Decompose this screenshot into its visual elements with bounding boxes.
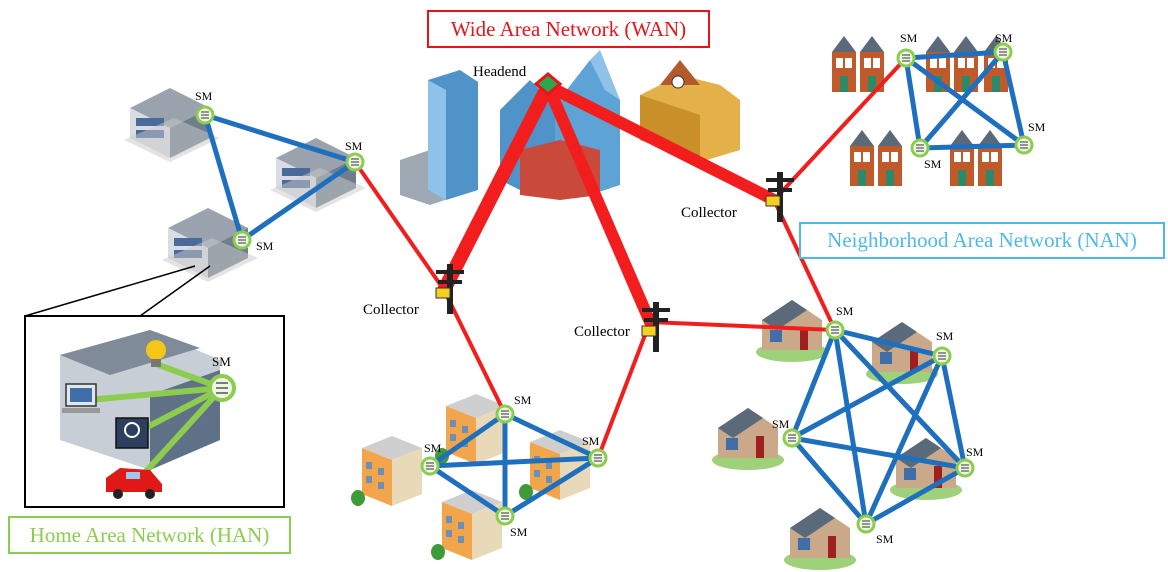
sm-label: SM [995,31,1013,45]
text-labels: Headend Collector Collector Collector SM… [195,31,1046,546]
sm-label: SM [966,445,984,459]
collector-links [353,56,908,459]
utility-pole-icon [435,263,465,315]
sm-label: SM [900,31,918,45]
apartments [351,394,590,560]
han-title: Home Area Network (HAN) [8,516,291,554]
headend-icon [533,72,563,96]
sm-label: SM [256,239,274,253]
building-icon [640,60,740,162]
sm-label: SM [772,417,790,431]
sm-label: SM [510,525,528,539]
sm-label: SM [212,354,231,369]
skyscraper-icon [500,50,620,200]
wan-title: Wide Area Network (WAN) [427,10,710,48]
sm-label: SM [582,434,600,448]
sm-label: SM [424,441,442,455]
sm-label: SM [1028,120,1046,134]
sm-label: SM [924,157,942,171]
sm-label: SM [195,89,213,103]
han-callout [24,265,285,508]
nan-title: Neighborhood Area Network (NAN) [799,222,1165,259]
sm-label: SM [876,532,894,546]
sm-label: SM [936,329,954,343]
collector-label: Collector [574,324,630,340]
sm-label: SM [836,304,854,318]
collector-label: Collector [363,302,419,318]
skyscraper-icon [400,70,478,205]
car-icon [106,468,162,499]
computer-icon [62,383,100,413]
wan-links [437,79,780,328]
utility-pole-icon [765,171,795,223]
utility-pole-icon [641,301,671,353]
headend-label: Headend [473,64,527,80]
sm-label: SM [514,393,532,407]
collector-label: Collector [681,205,737,221]
lightbulb-icon [146,340,166,367]
thermostat-icon [115,417,149,449]
sm-label: SM [345,139,363,153]
mesh-links [202,49,1027,527]
home-meter-icon [208,374,236,402]
